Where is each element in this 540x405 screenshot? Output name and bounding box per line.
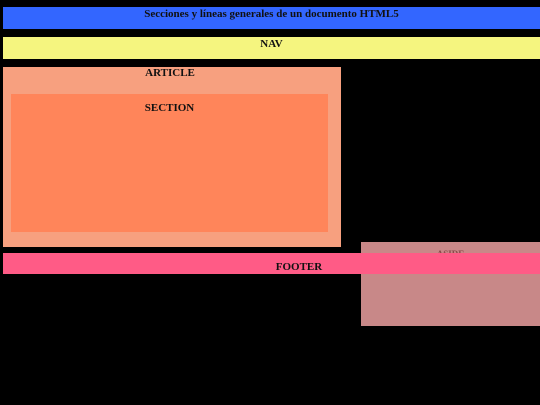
nav-label: NAV [260, 38, 283, 50]
article-label: ARTICLE [145, 67, 195, 79]
section-block: SECTION [11, 94, 328, 232]
footer-label: FOOTER [275, 261, 323, 273]
nav-block: NAV [3, 37, 540, 59]
header-block: Secciones y líneas generales de un docum… [3, 7, 540, 29]
header-title: Secciones y líneas generales de un docum… [144, 8, 399, 20]
article-block: ARTICLE SECTION [3, 67, 341, 247]
section-label: SECTION [144, 102, 195, 114]
footer-block: FOOTER [3, 253, 540, 274]
